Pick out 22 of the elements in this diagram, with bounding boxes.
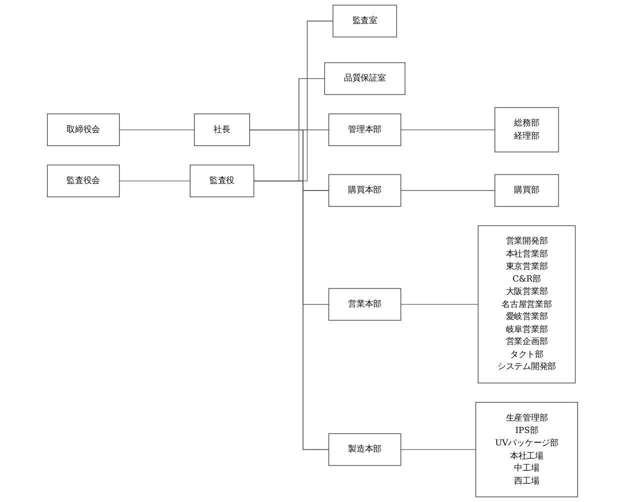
connector <box>400 129 496 130</box>
connector <box>400 449 476 450</box>
connector <box>119 129 195 130</box>
node-box: 取締役会 <box>47 114 120 146</box>
node-box: 営業開発部 本社営業部 東京営業部 C&R部 大阪営業部 名古屋営業部 愛岐営業部 岐阜営業部 営業企画部 タクト部 システム開発部 <box>478 225 576 384</box>
node-box: 購買部 <box>494 174 559 207</box>
node-box: 監査室 <box>332 4 397 38</box>
connector <box>400 304 478 305</box>
node-box: 監査役 <box>190 164 254 198</box>
node-box: 品質保証室 <box>324 62 406 95</box>
connector <box>249 129 330 450</box>
node-box: 生産管理部 IPS部 UVパッケージ部 本社工場 中工場 西工場 <box>475 402 578 498</box>
connector <box>400 190 496 191</box>
node-box: 管理本部 <box>328 114 402 146</box>
node-box: 営業本部 <box>328 288 402 321</box>
node-box: 監査役会 <box>47 164 120 198</box>
node-box: 総務部 経理部 <box>494 107 559 152</box>
node-box: 購買本部 <box>328 174 402 207</box>
connector <box>119 180 190 182</box>
node-box: 社長 <box>194 114 250 146</box>
connector <box>254 180 330 450</box>
node-box: 製造本部 <box>328 433 402 466</box>
